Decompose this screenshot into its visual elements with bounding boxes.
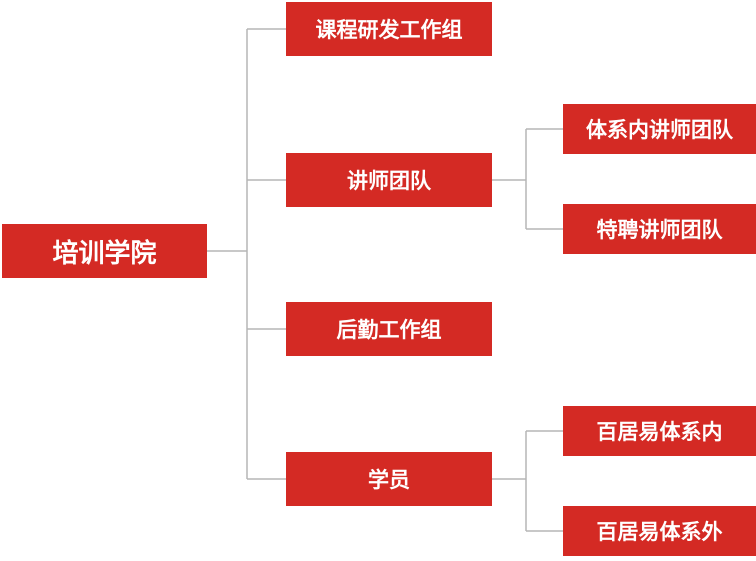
node-label: 体系内讲师团队 (586, 118, 733, 142)
node-label: 百居易体系内 (596, 420, 723, 444)
node-students: 学员 (286, 452, 492, 506)
node-curriculum-dev: 课程研发工作组 (286, 2, 492, 56)
node-label: 百居易体系外 (596, 520, 723, 544)
node-logistics: 后勤工作组 (286, 302, 492, 356)
node-internal-students: 百居易体系内 (563, 406, 756, 456)
node-external-students: 百居易体系外 (563, 506, 756, 556)
node-root: 培训学院 (2, 224, 207, 278)
node-label: 课程研发工作组 (315, 18, 463, 42)
node-guest-instructors: 特聘讲师团队 (563, 204, 756, 254)
node-label: 后勤工作组 (336, 318, 442, 342)
node-label: 学员 (368, 468, 410, 492)
node-root-label: 培训学院 (52, 238, 157, 269)
node-label: 讲师团队 (347, 169, 431, 193)
node-internal-instructors: 体系内讲师团队 (563, 104, 756, 154)
node-instructors: 讲师团队 (286, 153, 492, 207)
node-label: 特聘讲师团队 (596, 218, 723, 242)
